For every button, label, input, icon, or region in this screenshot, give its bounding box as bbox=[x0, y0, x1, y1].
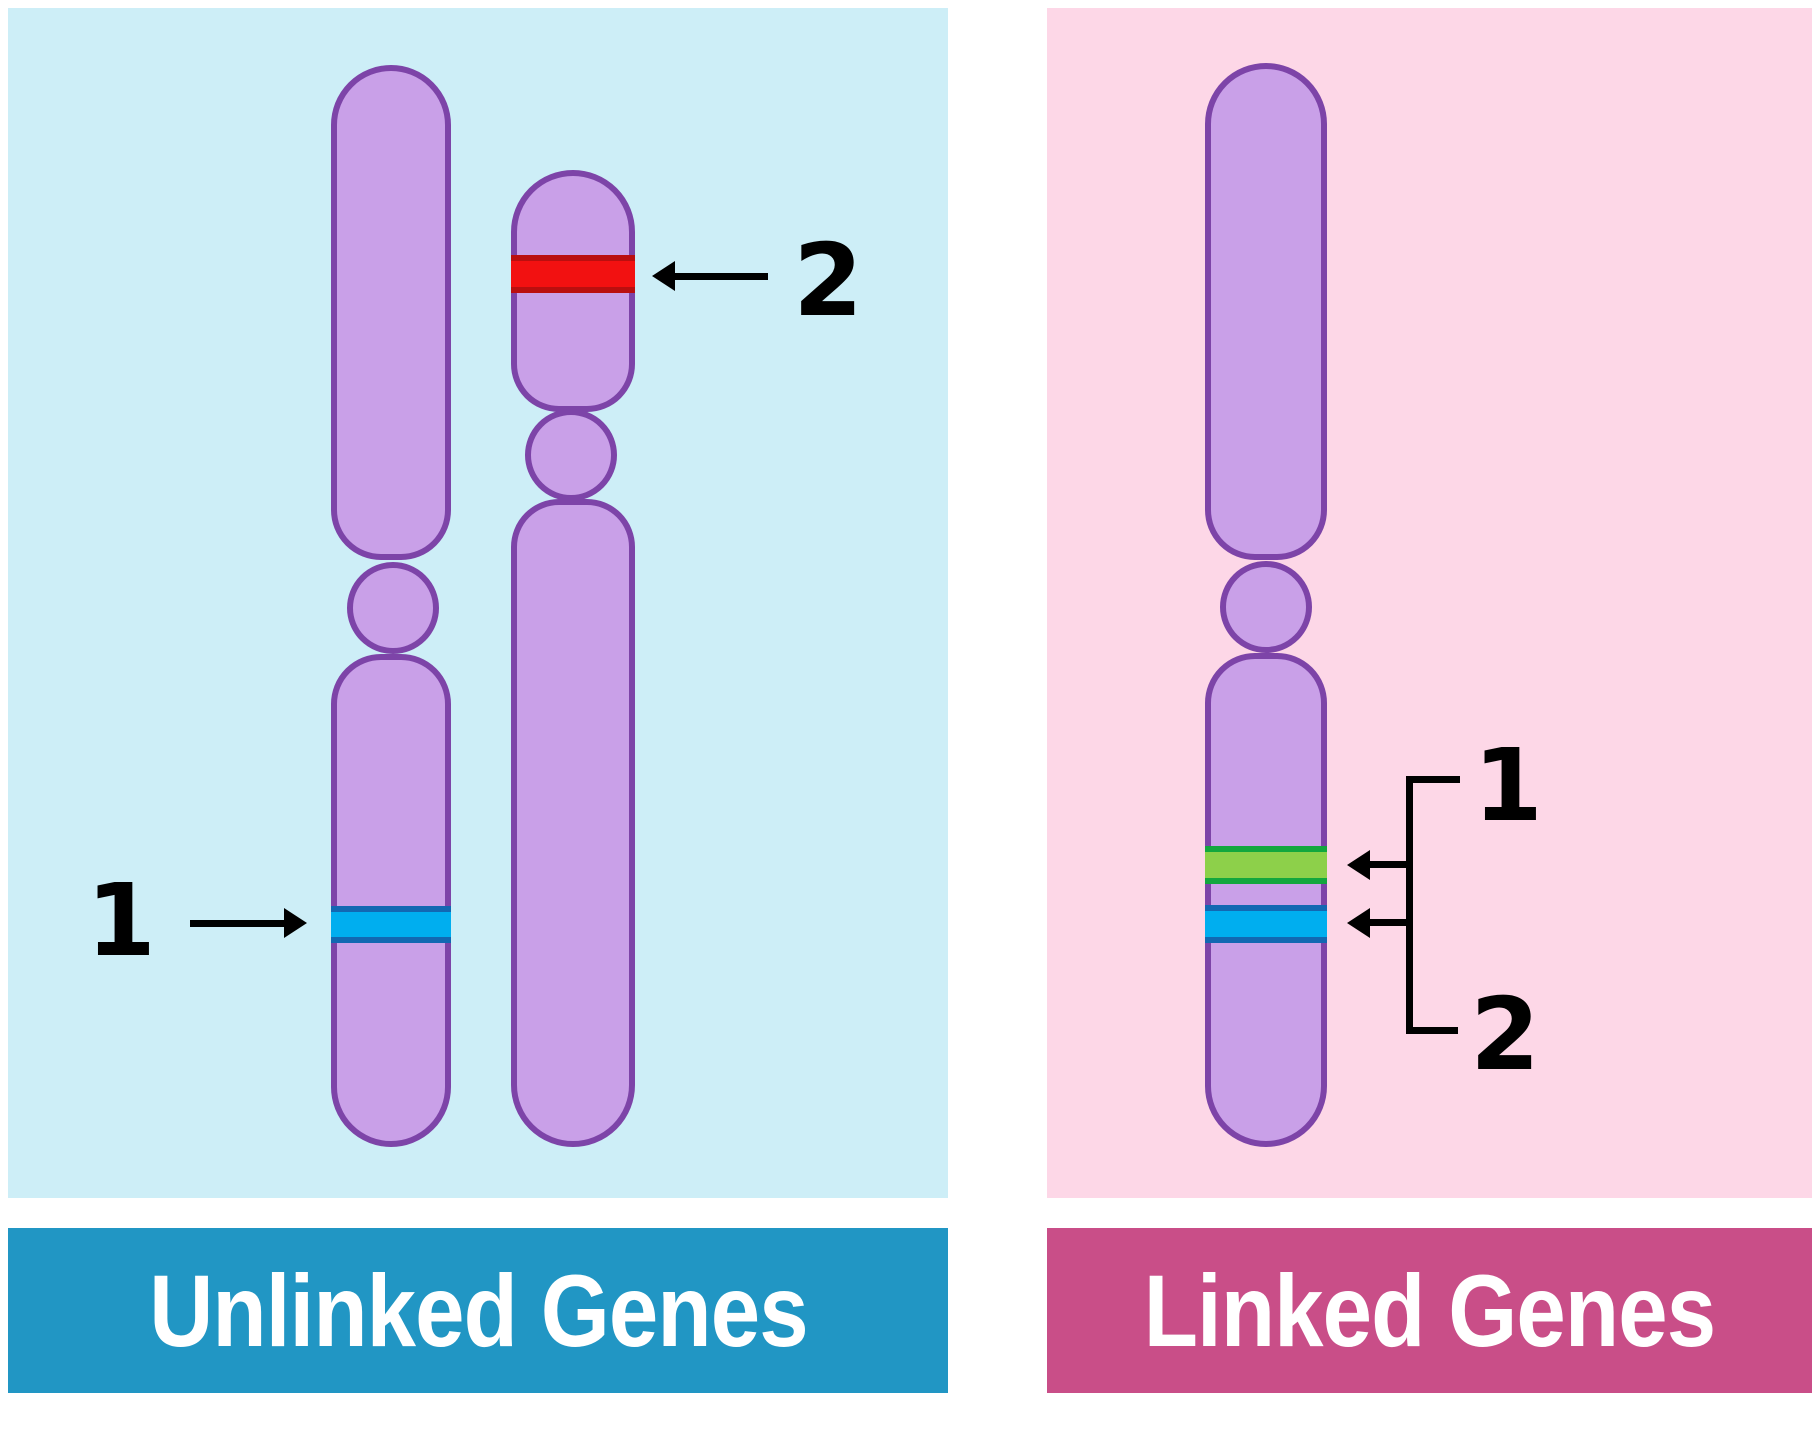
chromosome-unlinked-2 bbox=[511, 170, 635, 1147]
linked-gene-2-label: 2 bbox=[1470, 976, 1540, 1093]
banner-unlinked-genes: Unlinked Genes bbox=[8, 1228, 948, 1393]
chromosome-arm-lower bbox=[511, 499, 635, 1147]
banner-unlinked-title: Unlinked Genes bbox=[148, 1253, 808, 1368]
arrow-head bbox=[284, 908, 307, 938]
bracket-bottom-tick bbox=[1406, 1027, 1458, 1034]
linked-gene-1-label: 1 bbox=[1473, 727, 1543, 844]
bracket-vertical-line bbox=[1406, 776, 1413, 1034]
chromosome-arm-upper bbox=[331, 65, 451, 560]
bracket-top-tick bbox=[1406, 776, 1460, 783]
panel-unlinked bbox=[8, 8, 948, 1198]
chromosome-arm-lower bbox=[331, 654, 451, 1147]
gene-2-label: 2 bbox=[793, 222, 863, 339]
arrow-head bbox=[1347, 850, 1370, 880]
centromere bbox=[347, 562, 439, 654]
chromosome-arm-lower bbox=[1205, 653, 1327, 1147]
arrow-shaft bbox=[674, 273, 768, 280]
arrow-shaft bbox=[1369, 861, 1411, 868]
chromosome-arm-upper bbox=[1205, 63, 1327, 560]
arrow-shaft bbox=[190, 920, 285, 927]
banner-linked-title: Linked Genes bbox=[1143, 1253, 1716, 1368]
chromosome-unlinked-1 bbox=[331, 65, 451, 1147]
gene-band-blue-1 bbox=[331, 906, 451, 943]
arrow-head bbox=[652, 261, 675, 291]
arrow-head bbox=[1347, 908, 1370, 938]
centromere bbox=[1220, 561, 1312, 653]
gene-1-label: 1 bbox=[86, 862, 156, 979]
arrow-shaft bbox=[1369, 919, 1411, 926]
centromere bbox=[525, 409, 617, 501]
gene-band-green-1 bbox=[1205, 846, 1327, 884]
gene-band-red-2 bbox=[511, 255, 635, 293]
banner-linked-genes: Linked Genes bbox=[1047, 1228, 1812, 1393]
gene-band-blue-2 bbox=[1205, 905, 1327, 943]
chromosome-linked bbox=[1205, 63, 1327, 1147]
panel-linked bbox=[1047, 8, 1812, 1198]
